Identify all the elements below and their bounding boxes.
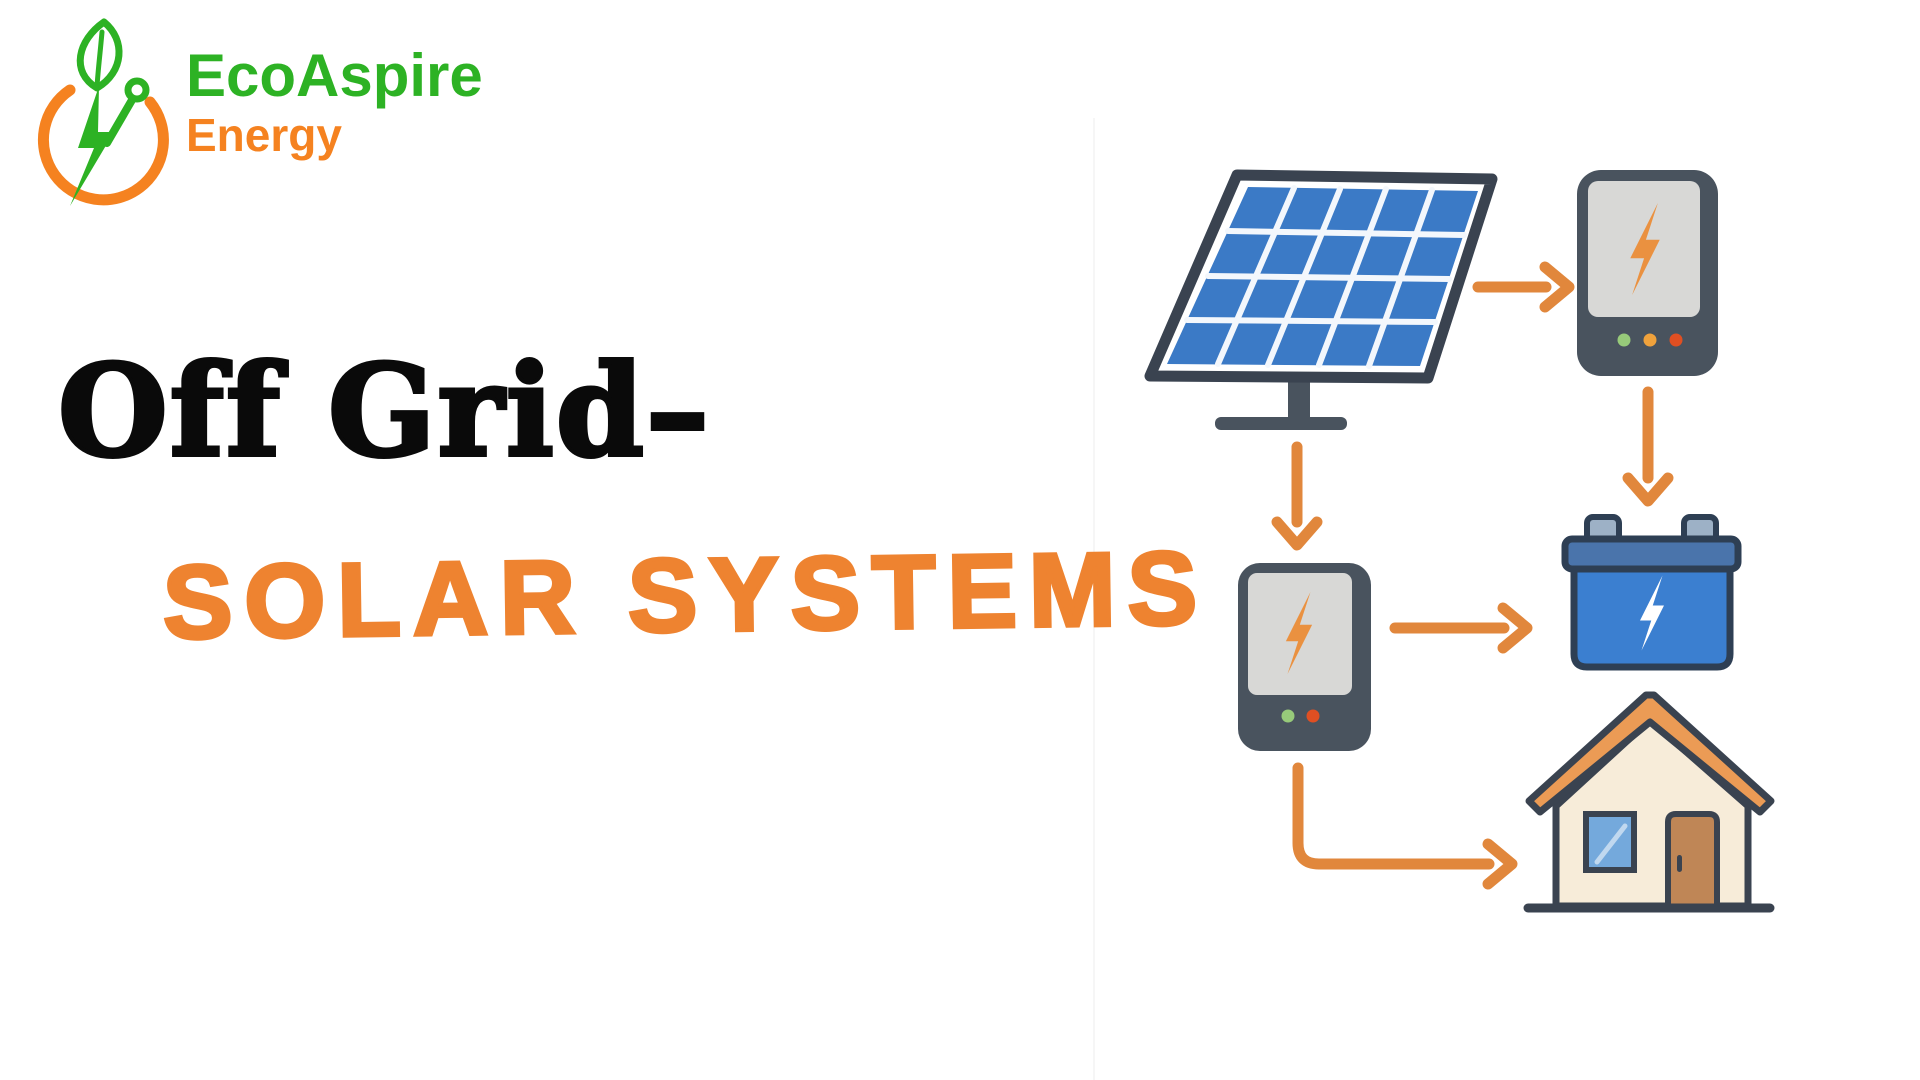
brand-name: EcoAspire <box>186 42 483 109</box>
door-handle <box>1677 855 1682 872</box>
arrow-panel-to-controller-icon <box>1472 261 1575 313</box>
offgrid-diagram <box>1144 169 1775 913</box>
led-green <box>1281 709 1295 723</box>
leaf-vein <box>94 29 105 90</box>
panel-post <box>1288 378 1310 422</box>
house-icon <box>1523 691 1775 913</box>
arrow-inverter-to-house-icon <box>1292 762 1518 890</box>
led-red <box>1306 709 1320 723</box>
house-door <box>1665 811 1720 911</box>
headline-primary: Off Grid– <box>56 337 711 485</box>
charge-controller-icon <box>1577 170 1718 376</box>
bolt-arm <box>103 96 136 147</box>
arrow-panel-to-inverter-icon <box>1271 441 1323 551</box>
panel-base <box>1215 417 1347 430</box>
logo-circle <box>37 84 169 206</box>
arrow-controller-to-battery-icon <box>1622 386 1674 507</box>
leaf-lightning-circle-icon <box>37 18 169 206</box>
lightning-bolt-icon <box>70 86 114 206</box>
inverter-icon <box>1238 563 1371 751</box>
house-roof <box>1525 691 1775 816</box>
brand-subname: Energy <box>186 109 342 161</box>
battery-top-band <box>1561 535 1742 573</box>
logo-ring <box>124 77 150 103</box>
window-glare <box>1594 823 1628 865</box>
headline-secondary: SOLAR SYSTEMS <box>160 529 1211 664</box>
led-orange <box>1643 333 1657 347</box>
battery-icon <box>1561 514 1742 671</box>
brand-text: EcoAspire Energy <box>186 42 483 161</box>
panel-grid <box>1184 185 1467 369</box>
led-red <box>1669 333 1683 347</box>
solar-panel-icon <box>1144 169 1498 430</box>
arrow-inverter-to-battery-icon <box>1389 602 1533 654</box>
led-green <box>1617 333 1631 347</box>
background-seam <box>1093 118 1095 1080</box>
